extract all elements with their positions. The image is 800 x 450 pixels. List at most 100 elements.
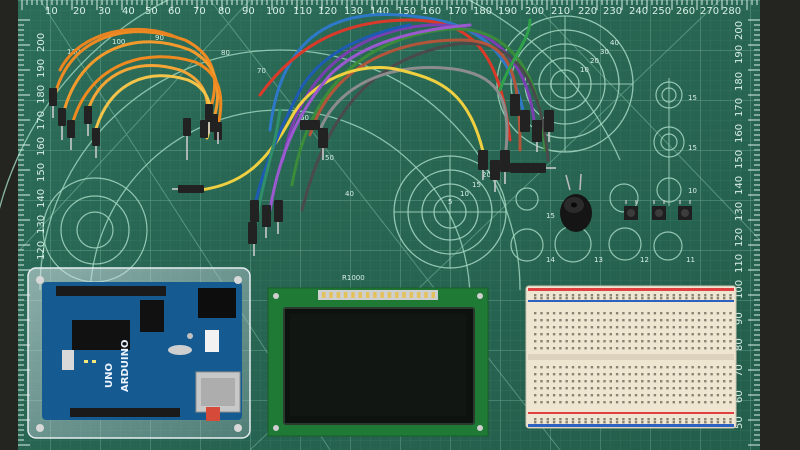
- breadboard-hole: [672, 387, 675, 390]
- breadboard-hole: [603, 319, 606, 322]
- breadboard-hole: [672, 366, 675, 369]
- breadboard-hole: [590, 294, 594, 297]
- oled-pin: [343, 292, 348, 298]
- breadboard-hole: [704, 380, 707, 383]
- breadboard-hole: [615, 366, 619, 369]
- breadboard-hole: [540, 373, 543, 376]
- breadboard-hole: [641, 373, 644, 376]
- breadboard-hole: [565, 326, 568, 329]
- breadboard-hole: [609, 418, 612, 421]
- circle-label: 40: [610, 39, 619, 47]
- breadboard-hole: [710, 326, 713, 329]
- breadboard-hole: [697, 366, 701, 369]
- ruler-label: 50: [734, 416, 745, 429]
- breadboard-hole: [641, 340, 644, 343]
- breadboard-hole: [672, 312, 675, 315]
- breadboard-hole: [685, 373, 688, 376]
- breadboard-hole: [716, 347, 720, 350]
- breadboard-hole: [578, 387, 581, 390]
- breadboard-hole: [710, 333, 713, 336]
- breadboard-hole: [691, 326, 694, 329]
- breadboard-hole: [559, 387, 562, 390]
- breadboard-hole: [552, 297, 556, 300]
- breadboard-hole: [622, 387, 625, 390]
- breadboard-hole: [540, 380, 543, 383]
- breadboard-hole: [697, 319, 701, 322]
- breadboard-hole: [685, 366, 688, 369]
- breadboard-hole: [647, 394, 650, 397]
- breadboard-hole: [660, 340, 663, 343]
- breadboard-hole: [628, 312, 631, 315]
- ruler-label: 200: [525, 6, 544, 17]
- ruler-label: 40: [122, 6, 135, 17]
- breadboard-hole: [685, 326, 688, 329]
- breadboard-hole: [660, 333, 663, 336]
- breadboard-hole: [540, 340, 543, 343]
- breadboard-hole: [729, 380, 732, 383]
- circle-label: 5: [448, 198, 452, 206]
- breadboard-hole: [559, 333, 562, 336]
- ruler-label: 150: [397, 6, 416, 17]
- breadboard-hole: [666, 387, 669, 390]
- breadboard-hole: [628, 387, 631, 390]
- oled-pin: [387, 292, 392, 298]
- breadboard-hole: [634, 401, 638, 404]
- breadboard-hole: [647, 340, 650, 343]
- breadboard-hole: [678, 319, 682, 322]
- breadboard-hole: [552, 312, 556, 315]
- ruler-label: 200: [734, 21, 745, 40]
- ruler-label: 60: [734, 390, 745, 403]
- breadboard-hole: [729, 297, 732, 300]
- breadboard-hole: [666, 394, 669, 397]
- breadboard-hole: [729, 421, 732, 424]
- breadboard-hole: [609, 387, 612, 390]
- breadboard-hole: [615, 312, 619, 315]
- breadboard-hole: [590, 340, 594, 343]
- breadboard-hole: [729, 418, 732, 421]
- breadboard-hole: [704, 312, 707, 315]
- breadboard-hole: [672, 297, 675, 300]
- breadboard-hole: [552, 294, 556, 297]
- breadboard-hole: [704, 340, 707, 343]
- breadboard-hole: [691, 418, 694, 421]
- ruler-label: 250: [652, 6, 671, 17]
- breadboard-hole: [540, 347, 543, 350]
- breadboard-hole: [704, 326, 707, 329]
- circle-label: 15: [472, 181, 481, 189]
- breadboard-hole: [729, 394, 732, 397]
- breadboard-hole: [584, 319, 587, 322]
- breadboard-hole: [622, 380, 625, 383]
- circle-label: 10: [460, 190, 469, 198]
- breadboard-hole: [584, 394, 587, 397]
- breadboard-hole: [697, 418, 701, 421]
- breadboard-hole: [584, 418, 587, 421]
- breadboard-hole: [697, 297, 701, 300]
- breadboard-hole: [634, 394, 638, 397]
- breadboard-hole: [729, 294, 732, 297]
- breadboard-hole: [653, 333, 657, 336]
- breadboard-hole: [666, 326, 669, 329]
- breadboard-hole: [666, 421, 669, 424]
- breadboard-hole: [672, 340, 675, 343]
- breadboard-hole: [622, 347, 625, 350]
- breadboard-hole: [647, 421, 650, 424]
- breadboard-hole: [603, 312, 606, 315]
- breadboard-hole: [678, 401, 682, 404]
- breadboard-hole: [628, 380, 631, 383]
- breadboard-hole: [691, 380, 694, 383]
- oled-display-module: [267, 287, 489, 437]
- breadboard-hole: [710, 312, 713, 315]
- oled-pin: [380, 292, 384, 298]
- breadboard-hole: [716, 421, 720, 424]
- breadboard-hole: [622, 333, 625, 336]
- breadboard-hole: [559, 297, 562, 300]
- breadboard-hole: [609, 380, 612, 383]
- breadboard-hole: [534, 333, 537, 336]
- breadboard-hole: [578, 380, 581, 383]
- breadboard-hole: [578, 373, 581, 376]
- arduino-uno-board: UNO ARDUINO: [27, 267, 251, 439]
- oled-pin: [365, 292, 370, 298]
- ruler-label: 90: [734, 312, 745, 325]
- breadboard-hole: [622, 340, 625, 343]
